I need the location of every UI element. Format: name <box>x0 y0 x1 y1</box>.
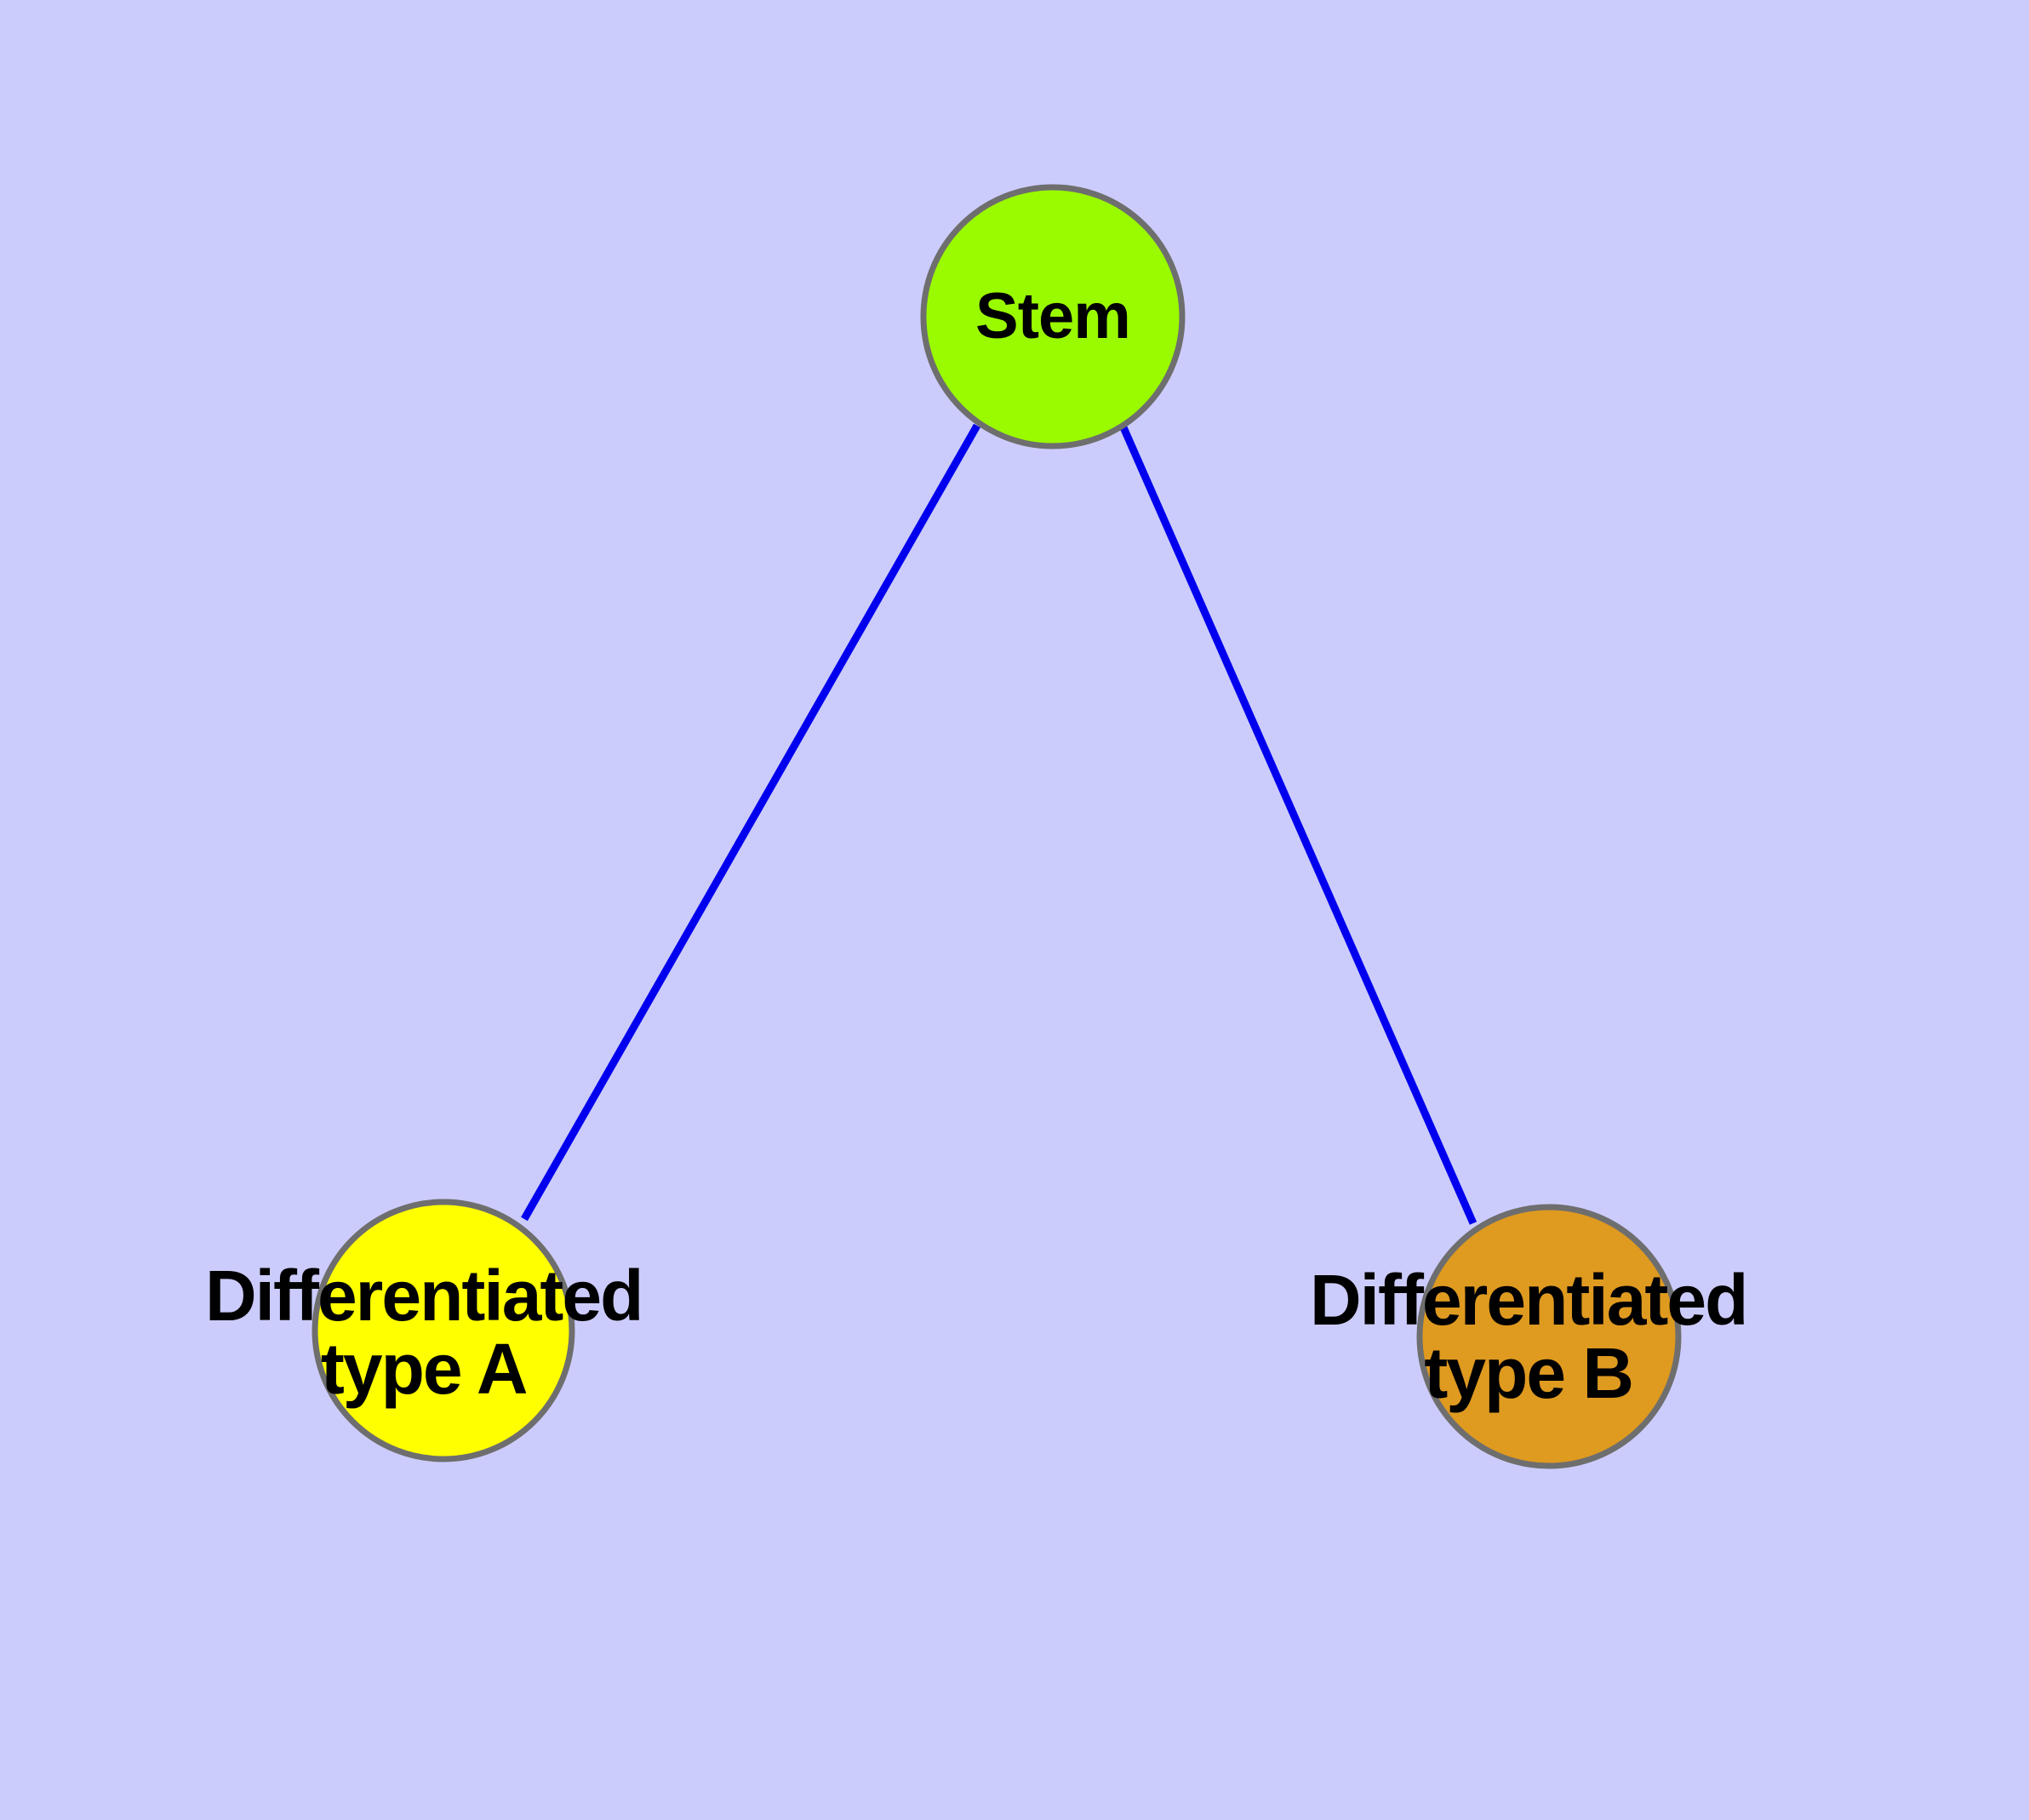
nodes-group <box>311 184 1682 1469</box>
node-diff-a[interactable] <box>311 1199 575 1462</box>
edge-stem-to-diff-b <box>1119 426 1477 1225</box>
node-diff-b[interactable] <box>1416 1204 1682 1469</box>
node-stem[interactable] <box>920 184 1186 449</box>
edges-group <box>521 423 1477 1225</box>
edge-stem-to-diff-a <box>521 423 980 1222</box>
